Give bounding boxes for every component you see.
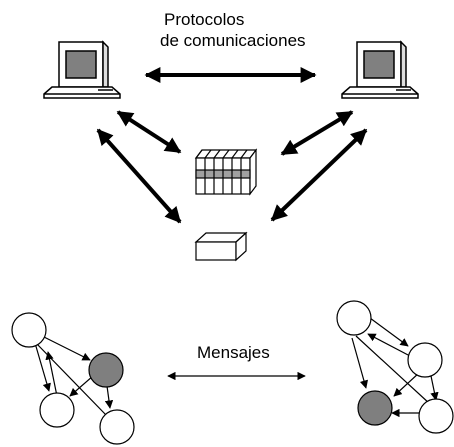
arrow-right-rack (280, 110, 354, 156)
left-computer-icon (43, 40, 121, 99)
graph-node (39, 392, 75, 428)
graph-node-highlighted (357, 390, 393, 426)
protocols-title-line1: Protocolos (164, 10, 244, 29)
graph-node (336, 300, 372, 336)
graph-node (407, 342, 443, 378)
messages-label: Mensajes (197, 343, 270, 362)
arrow-left-rack (116, 110, 182, 154)
protocols-title-line2: de comunicaciones (160, 31, 306, 50)
right-computer-icon (341, 40, 419, 99)
device-box-icon (194, 231, 248, 262)
server-rack-icon (194, 148, 258, 196)
protocol-arrows (96, 67, 368, 224)
arrow-right-box (270, 128, 368, 222)
graph-node-highlighted (88, 352, 124, 388)
right-process-graph (336, 300, 454, 434)
arrow-left-box (96, 128, 182, 224)
graph-node (418, 398, 454, 434)
graph-node (11, 312, 47, 348)
graph-node (99, 409, 135, 445)
left-process-graph (11, 312, 135, 445)
